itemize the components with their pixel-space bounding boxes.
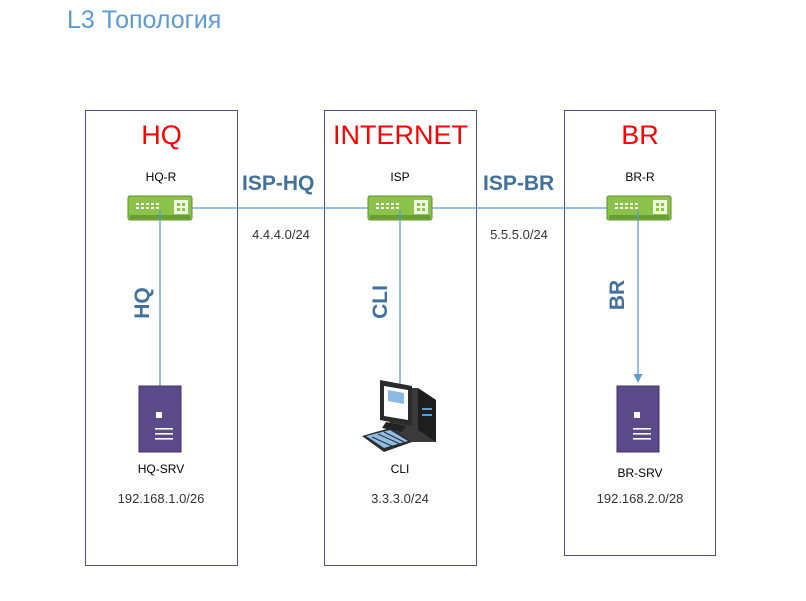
subnet-hq: 192.168.1.0/26 [117,491,205,506]
device-label-hq-r: HQ-R [145,170,177,184]
zone-internet [324,110,477,566]
device-label-br-r: BR-R [625,170,655,184]
subnet-br: 192.168.2.0/28 [596,491,684,506]
workstation-icon-cli [362,380,436,452]
subnet-cli: 3.3.3.0/24 [371,491,429,506]
zone-title-hq: HQ [141,120,182,150]
device-label-hq-srv: HQ-SRV [137,462,185,476]
device-label-cli: CLI [390,462,410,476]
zone-br [564,110,716,556]
zone-hq [85,110,238,566]
router-icon-br-r [606,195,672,221]
zone-title-br: BR [621,120,659,150]
server-icon-br-srv [616,385,660,453]
zone-title-internet: INTERNET [333,120,468,150]
link-label-isp-br: ISP-BR [483,172,555,195]
device-label-isp: ISP [390,170,410,184]
link-label-isp-hq: ISP-HQ [242,172,315,195]
device-label-br-srv: BR-SRV [617,466,663,480]
server-icon-hq-srv [138,385,182,453]
subnet-isp-hq: 4.4.4.0/24 [252,227,310,242]
subnet-isp-br: 5.5.5.0/24 [490,227,548,242]
page-title: L3 Топология [67,6,222,34]
